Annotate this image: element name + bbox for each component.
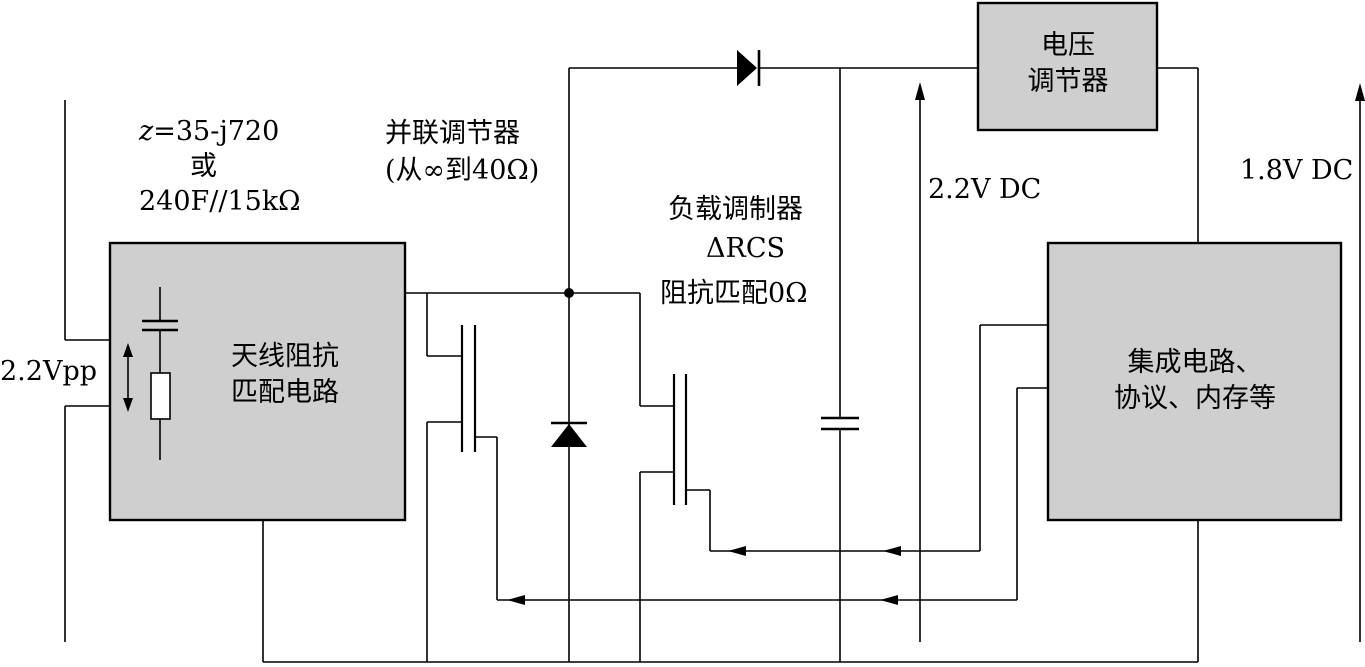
antenna-matching-line1: 天线阻抗 [231, 341, 339, 372]
ic-block [1046, 241, 1343, 522]
voltage-regulator-line2: 调节器 [1027, 66, 1109, 97]
dc-18-label: 1.8V DC [1240, 155, 1354, 186]
input-voltage-label: 2.2Vpp [0, 356, 98, 387]
voltage-regulator-block [976, 1, 1159, 132]
arrow-left-icon [883, 546, 901, 556]
impedance-label: z=35-j720 [139, 118, 279, 145]
impedance-value: =35-j720 [153, 116, 280, 147]
antenna-matching-line2: 匹配电路 [231, 377, 339, 408]
load-modulator-title: 负载调制器 [668, 194, 803, 225]
impedance-or-label: 或 [190, 151, 217, 182]
voltage-regulator-line1: 电压 [1041, 30, 1095, 61]
load-modulator-match: 阻抗匹配0Ω [660, 278, 808, 309]
dc-22-label: 2.2V DC [928, 174, 1042, 205]
junction-dot [564, 288, 574, 298]
shunt-diode-icon [551, 424, 587, 447]
arrow-left-icon [880, 595, 898, 605]
impedance-symbol: z [139, 116, 154, 147]
arrow-22v-icon [915, 82, 925, 100]
arrow-18v-icon [1355, 83, 1365, 101]
voltage-regulator-text: 电压 调节器 [998, 28, 1138, 100]
load-modulator-delta-rcs: ΔRCS [706, 233, 785, 264]
arrow-left-icon [507, 595, 525, 605]
shunt-regulator-range: (从∞到40Ω) [385, 155, 540, 186]
ic-block-text: 集成电路、 协议、内存等 [1085, 345, 1305, 417]
ic-block-line2: 协议、内存等 [1114, 383, 1276, 414]
antenna-matching-text: 天线阻抗 匹配电路 [200, 339, 370, 411]
tuning-arrow-down-icon [123, 398, 133, 412]
shunt-regulator-title: 并联调节器 [385, 118, 520, 149]
series-diode-icon [737, 50, 757, 86]
impedance-alt-label: 240F//15kΩ [139, 186, 301, 217]
arrow-left-icon [728, 546, 746, 556]
tuning-arrow-up-icon [123, 343, 133, 357]
ic-block-line1: 集成电路、 [1127, 347, 1263, 378]
